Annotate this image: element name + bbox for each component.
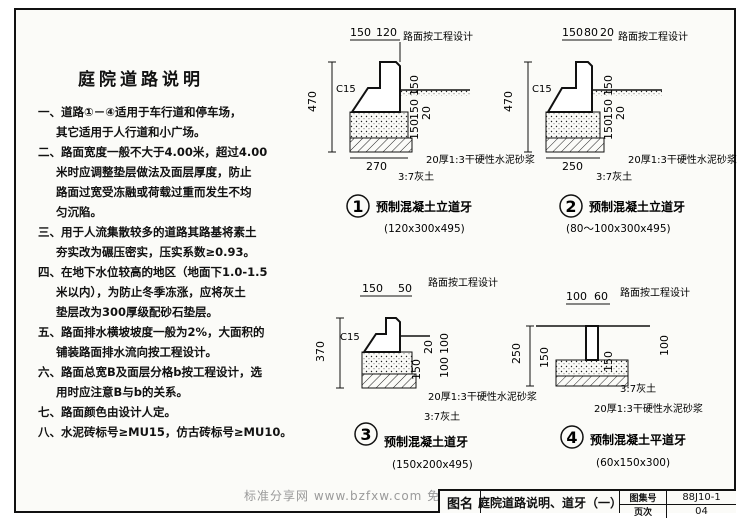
note-line: 五、路面排水横坡坡度一般为2%，大面积的 [38,325,265,339]
diagram-4-caption: 预制混凝土平道牙 [590,432,686,447]
diagram-1-height: 470 [306,91,319,112]
diagram-1-caption: 预制混凝土立道牙 [376,199,472,214]
diagram-3: 370 150 50 路面按工程设计 C15 20 100 100 150 20… [314,276,537,471]
notes-title: 庭院道路说明 [78,70,204,90]
diagram-3-left-dim: 150 [410,359,423,380]
diagram-1-left-dim: 150 [408,119,421,140]
diagram-2-concrete: C15 [532,84,552,95]
diagram-4-top-dim-b: 60 [594,290,608,303]
diagram-1-right-dim-a: 150 [408,75,421,96]
diagram-2-road-label: 路面按工程设计 [618,30,688,43]
diagram-2-top-dim-a: 150 [562,26,583,39]
title-block-title: 庭院道路说明、道牙（一） [478,491,622,513]
page-label: 页次 [620,505,667,518]
diagram-1-mortar: 20厚1:3干硬性水泥砂浆 [426,153,535,166]
diagram-3-lime: 3:7灰土 [424,410,460,423]
diagram-1-bottom: 270 [366,160,387,173]
page-value: 04 [695,506,708,517]
note-line: 其它适用于人行道和小广场。 [56,125,206,139]
title-block-name-label: 图名 [440,491,481,513]
diagram-4-right-dim-b: 150 [602,351,615,372]
diagram-2-caption: 预制混凝土立道牙 [589,199,685,214]
diagram-1-road-label: 路面按工程设计 [403,30,473,43]
diagram-1-right-dim-b: 150 [408,99,421,120]
diagram-2-bottom: 250 [562,160,583,173]
diagram-2-right-dim-b: 150 [602,99,615,120]
note-line: 三、用于人流集散较多的道路其路基将素土 [38,225,257,239]
diagram-3-mortar: 20厚1:3干硬性水泥砂浆 [428,390,537,403]
note-line: 米时应调整垫层做法及面层厚度，防止 [56,165,252,179]
curb-stone-3 [362,317,401,353]
diagram-2-mortar: 20厚1:3干硬性水泥砂浆 [628,153,737,166]
diagram-2: 470 150 80 20 路面按工程设计 C15 150 150 20 150… [502,26,737,235]
note-line: 六、路面总宽B及面层分格b按工程设计，选 [38,365,262,379]
diagram-4-road-label: 路面按工程设计 [620,286,690,299]
diagram-2-spec: (80～100x300x495) [566,223,671,235]
note-line: 二、路面宽度一般不大于4.00米，超过4.00 [38,145,268,159]
diagram-3-right-dim-c: 100 [438,357,451,378]
diagram-3-number: 3 [360,425,371,444]
note-line: 八、水泥砖标号≥MU15，仿古砖标号≥MU10。 [38,425,292,439]
note-line: 铺装路面排水流向按工程设计。 [56,345,217,359]
note-line: 匀沉陷。 [56,205,102,219]
note-line: 路面过宽受冻融或荷载过重而发生不均 [56,185,252,199]
atlas-label: 图集号 [620,491,667,504]
note-line: 夯实改为碾压密实，压实系数≥0.93。 [56,245,256,259]
note-line: 四、在地下水位较高的地区（地面下1.0-1.5 [38,265,268,279]
diagram-1-spec: (120x300x495) [384,223,465,235]
note-line: 一、道路①－④适用于车行道和停车场， [38,105,242,119]
diagram-2-top-dim-c: 20 [600,26,614,39]
watermark: 标准分享网 www.bzfxw.com 免费下载 [244,489,480,503]
diagram-1-concrete: C15 [336,84,356,95]
diagram-2-lime: 3:7灰土 [596,170,632,183]
curb-stone-1 [350,61,401,113]
diagram-3-right-dim-a: 20 [422,340,435,354]
diagram-3-right-dim-b: 100 [438,333,451,354]
title-block-meta: 图集号 88J10-1 页次 04 [620,491,736,518]
diagram-2-top-dim-b: 80 [584,26,598,39]
diagram-3-caption: 预制混凝土道牙 [384,434,468,449]
diagram-2-right-dim-c: 20 [614,106,627,120]
diagram-4-height: 250 [510,343,523,364]
diagram-4-spec: (60x150x300) [596,457,670,469]
diagram-1-number: 1 [352,197,363,216]
diagram-3-top-dim-a: 150 [362,282,383,295]
diagram-1-right-dim-c: 20 [420,106,433,120]
diagram-2-height: 470 [502,91,515,112]
diagram-4-right-dim-a: 100 [658,335,671,356]
diagram-2-right-dim-a: 150 [602,75,615,96]
diagram-4-lime: 3:7灰土 [620,382,656,395]
diagram-4-top-dim-a: 100 [566,290,587,303]
notes-list: 一、道路①－④适用于车行道和停车场， 其它适用于人行道和小广场。二、路面宽度一般不… [38,102,292,442]
diagram-4-number: 4 [566,428,577,447]
atlas-value: 88J10-1 [682,492,721,503]
diagram-3-spec: (150x200x495) [392,459,473,471]
diagram-4-left-dim: 150 [538,347,551,368]
note-line: 米以内），为防止冬季冻涨，应将灰土 [56,285,246,299]
diagram-4-mortar: 20厚1:3干硬性水泥砂浆 [594,402,703,415]
diagram-2-left-dim: 150 [602,119,615,140]
diagram-3-top-dim-b: 50 [398,282,412,295]
diagram-1-top-dim-a: 150 [350,26,371,39]
diagram-4: 250 100 60 路面按工程设计 100 150 150 3:7灰土 20厚… [510,286,703,469]
diagram-3-road-label: 路面按工程设计 [428,276,498,289]
note-line: 垫层改为300厚级配砂石垫层。 [56,305,219,319]
diagram-2-number: 2 [565,197,576,216]
curb-stone-2 [546,61,593,113]
curb-stone-4 [585,325,599,361]
diagram-3-concrete: C15 [340,332,360,343]
diagram-3-height: 370 [314,341,327,362]
diagram-1-top-dim-b: 120 [376,26,397,39]
title-block: 图名 庭院道路说明、道牙（一） 图集号 88J10-1 页次 04 [438,489,736,518]
diagram-1: 470 150 120 路面按工程设计 C15 150 150 20 150 2… [306,26,535,235]
note-line: 用时应注意B与b的关系。 [56,385,188,399]
diagram-1-lime: 3:7灰土 [398,170,434,183]
note-line: 七、路面颜色由设计人定。 [38,405,176,419]
